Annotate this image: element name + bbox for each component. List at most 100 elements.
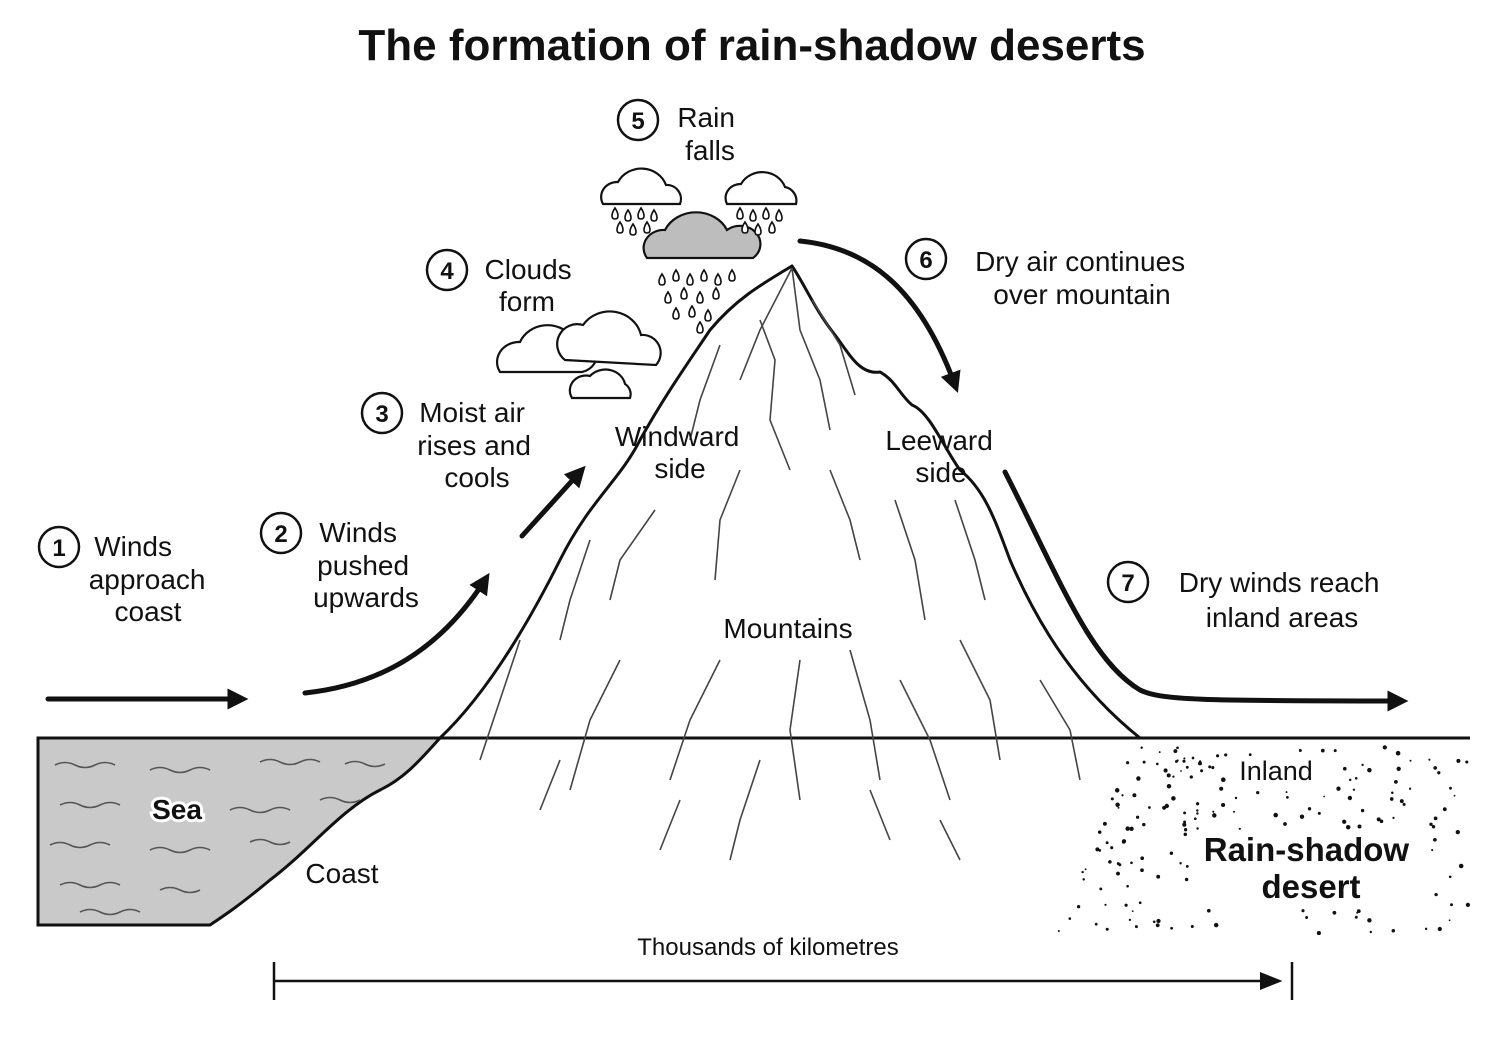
sand-dot [1142,760,1146,764]
sand-dot [1424,927,1428,931]
sand-dot [1176,759,1179,762]
rain-shadow-desert-label: Rain-shadow desert [1204,831,1419,905]
raindrop-icon [736,206,744,220]
step-label: Winds approach coast [89,531,214,627]
sand-dot [1166,783,1172,789]
sand-dot [1102,821,1107,826]
sand-dot [1408,787,1412,790]
inland-area [1057,736,1470,936]
sand-dot [1234,796,1238,800]
sand-dot [1189,775,1193,779]
sand-dot [1195,802,1200,806]
step-number: 5 [631,108,644,135]
sand-dot [1155,762,1159,766]
coast-label: Coast [305,858,378,889]
mountain [438,264,1142,861]
cloud-icon [600,167,683,206]
raindrop-icon [768,220,776,234]
sand-dot [1399,799,1404,804]
sand-dot [1286,796,1289,799]
sand-dot [1219,786,1224,791]
sand-dot [1428,758,1431,761]
sand-dot [1391,791,1394,795]
sand-dot [1357,824,1362,829]
sand-dot [1392,816,1395,820]
sand-dot [1376,817,1381,822]
raindrop-icon [672,268,680,282]
sand-dot [1180,770,1182,772]
sand-dot [1185,765,1189,769]
rain-clouds [600,167,798,334]
sand-dot [1216,754,1220,758]
sand-dot [1124,903,1128,907]
step-4: 4 Clouds form [425,248,572,317]
sand-dot [1409,759,1412,762]
sand-dot [1176,746,1179,750]
sand-dot [1361,763,1364,767]
raindrop-icon [704,308,712,322]
sand-dot [1183,820,1187,824]
sand-dot [1299,814,1305,819]
sand-dot [1140,746,1143,749]
raindrop-icon [664,290,672,304]
cloud-icon [556,310,662,367]
sand-dot [1140,856,1145,861]
sand-dot [1332,910,1337,915]
step-number-badge [904,237,948,281]
sand-dot [1224,753,1228,757]
sand-dot [1191,756,1195,760]
wind-arrows [45,238,1409,712]
mountain-creases [479,267,1081,861]
sand-dot [1169,851,1174,855]
sand-dot [1105,841,1109,845]
sand-dot [1212,810,1215,813]
sand-dot [1431,825,1436,829]
sand-dot [1108,860,1112,864]
sand-dot [1367,767,1372,773]
sand-dot [1142,822,1146,827]
sea-body [36,736,444,927]
sand-dot [1135,815,1140,819]
sand-dot [1082,878,1085,881]
step-number-badge [1106,560,1150,604]
sand-dot [1354,915,1358,919]
arrow-dry-air-over-mountain [797,238,961,393]
sand-dot [1307,807,1312,811]
sand-dot [1129,826,1134,831]
sand-dot [1336,786,1341,791]
sand-dot [1196,827,1199,830]
sand-dot [1465,902,1470,907]
sand-dot [1179,862,1182,865]
sand-dot [1156,918,1161,924]
sea-waves [49,758,386,916]
sand-dot [1196,809,1199,812]
step-number: 1 [52,535,65,562]
sand-dot [1434,892,1438,897]
sand-dot [1248,753,1252,757]
sand-dot [1104,903,1107,906]
step-number-badge [360,391,404,435]
sand-dot [1076,905,1081,909]
sand-dot [1317,811,1321,815]
sand-dot [1456,758,1461,763]
sand-dot [1465,760,1469,764]
sand-dot [1132,793,1137,798]
raindrop-icon [700,268,708,282]
cloud-icon [568,368,632,400]
sand-dot [1298,748,1302,753]
sand-dot [1316,931,1321,936]
sand-dot [1121,794,1124,797]
sand-dot [1183,828,1188,832]
sand-dot [1126,884,1129,888]
sand-dot [1152,920,1156,924]
step-number-badge [616,98,660,142]
raindrop-icon [680,286,688,300]
sand-dot [1323,795,1325,798]
sand-dot [1183,832,1188,837]
sand-dot [1206,908,1211,913]
sand-dot [1197,761,1203,766]
sand-dot [1200,769,1204,773]
sand-dot [1333,749,1337,753]
sand-dot [1437,771,1441,775]
